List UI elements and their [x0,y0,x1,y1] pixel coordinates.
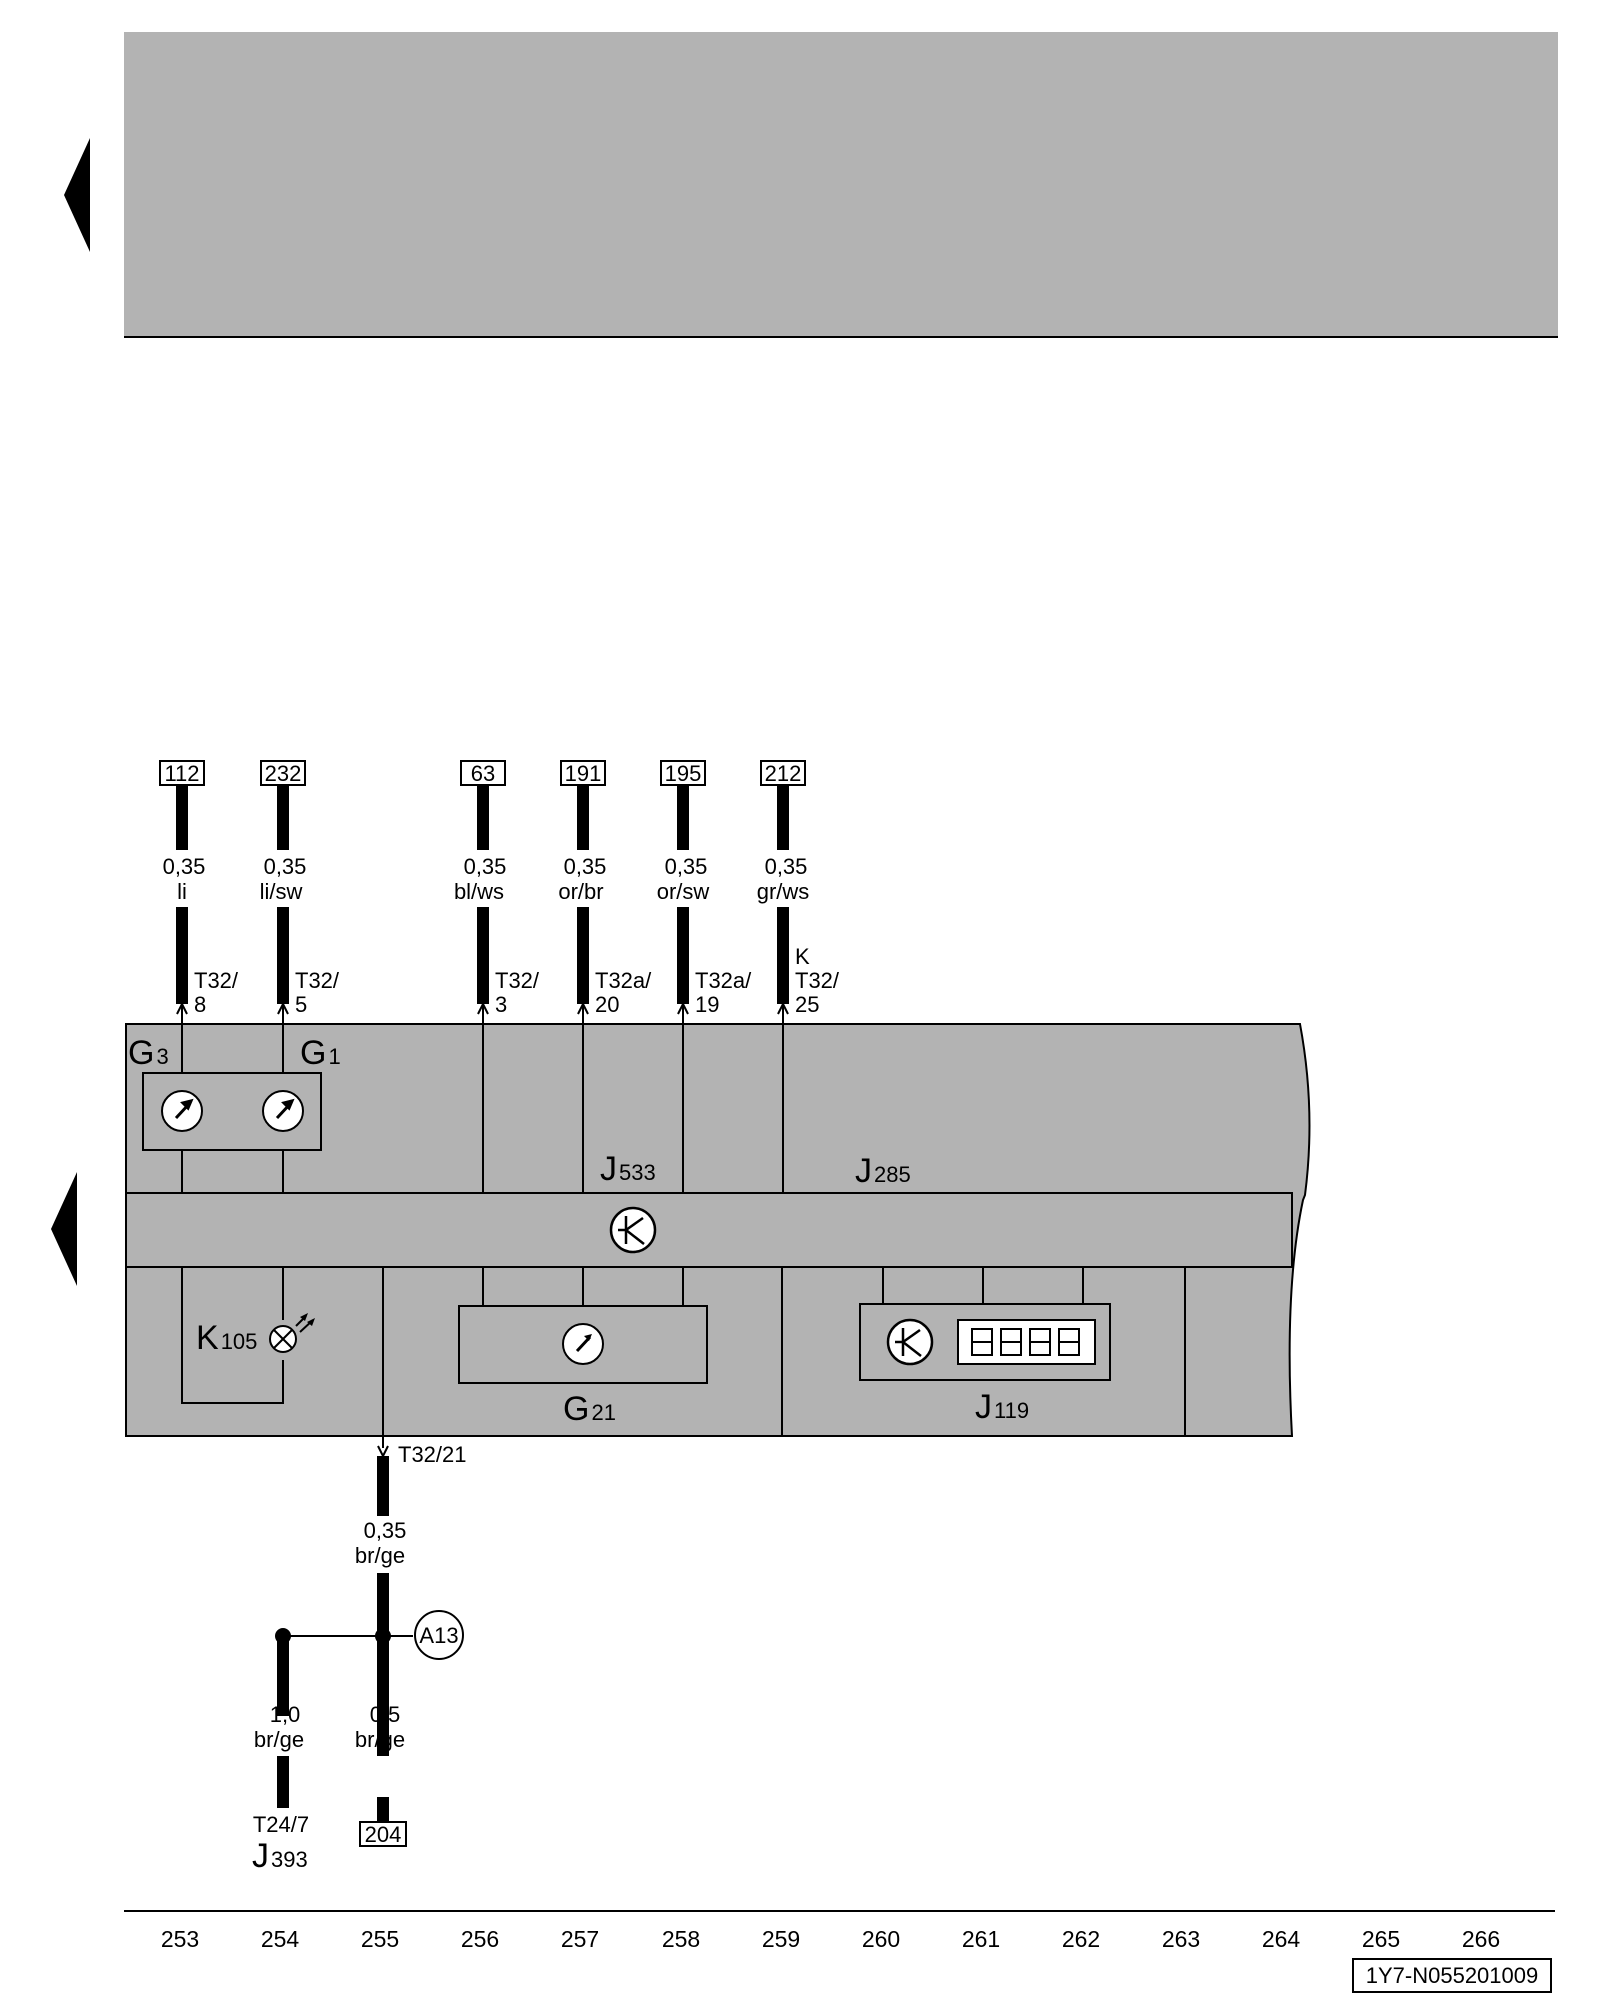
pin2-b: 5 [295,992,307,1017]
ref-63[interactable]: 63 [471,761,495,786]
doc-id: 1Y7-N055201009 [1366,1963,1538,1988]
pin1-b: 8 [194,992,206,1017]
wire3-size: 0,35 [464,854,507,879]
databus-band [125,1192,1293,1268]
ref-191[interactable]: 191 [565,761,602,786]
wire6-size: 0,35 [765,854,808,879]
doc-id-box [1352,1958,1552,1993]
axis-label: 265 [1362,1926,1400,1952]
pin4-a: T32a/ [595,968,652,993]
wire4-size: 0,35 [564,854,607,879]
connection-point-label: A13 [419,1623,458,1648]
wire1-color: li [177,879,187,904]
connection-point-a13[interactable] [414,1610,464,1660]
axis-label: 266 [1462,1926,1500,1952]
ref-232[interactable]: 232 [265,761,302,786]
right-size: 0,5 [370,1702,401,1727]
g21-label: G21 [563,1390,616,1428]
previous-page-arrow-icon-lower[interactable] [51,1172,77,1286]
axis-label: 264 [1262,1926,1301,1952]
pin6-k: K [795,944,810,969]
pin3-a: T32/ [495,968,540,993]
ground-pin: T32/21 [398,1442,467,1467]
ref-204[interactable]: 204 [365,1822,402,1847]
ref-112[interactable]: 112 [164,761,199,786]
ground-size: 0,35 [364,1518,407,1543]
left-color: br/ge [254,1727,304,1752]
g1-label: G1 [300,1034,341,1072]
ref-212[interactable]: 212 [765,761,802,786]
j533-label: J533 [600,1150,656,1188]
pin4-b: 20 [595,992,619,1017]
pin6-b: 25 [795,992,819,1017]
pin5-a: T32a/ [695,968,752,993]
wire5-size: 0,35 [665,854,708,879]
axis-label: 259 [762,1926,800,1952]
pin3-b: 3 [495,992,507,1017]
wire-bundle [176,786,789,1193]
pin5-b: 19 [695,992,719,1017]
previous-page-arrow-icon[interactable] [64,138,90,252]
ground-color: br/ge [355,1543,405,1568]
pin-arrows [176,1001,789,1015]
pin2-a: T32/ [295,968,340,993]
right-color: br/ge [355,1727,405,1752]
g3-label: G3 [128,1034,169,1072]
pin1-a: T32/ [194,968,239,993]
wire2-size: 0,35 [264,854,307,879]
left-pin: T24/7 [253,1812,309,1837]
axis-label: 254 [261,1926,300,1952]
wire4-color: or/br [558,879,603,904]
pin6-a: T32/ [795,968,840,993]
axis-label: 257 [561,1926,599,1952]
wire3-color: bl/ws [454,879,504,904]
j285-label: J285 [855,1152,911,1190]
ref-boxes [159,760,806,1847]
wire5-color: or/sw [657,879,710,904]
wire1-size: 0,35 [163,854,206,879]
gauge-needle-icon [174,1098,295,1120]
j119-processor-icon [886,1318,934,1366]
axis-label: 256 [461,1926,499,1952]
wire2-color: li/sw [260,879,303,904]
header-band [124,32,1558,336]
k105-label: K105 [196,1319,257,1357]
ref-195[interactable]: 195 [665,761,702,786]
wire6-color: gr/ws [757,879,810,904]
axis-label: 253 [161,1926,199,1952]
axis-label: 263 [1162,1926,1200,1952]
axis-label: 258 [662,1926,700,1952]
processor-icon [609,1206,657,1254]
axis-label: 262 [1062,1926,1100,1952]
j119-label: J119 [975,1388,1029,1426]
axis-label: 261 [962,1926,1000,1952]
left-size: 1,0 [270,1702,301,1727]
axis-label: 260 [862,1926,900,1952]
axis-numbers: 253 254 255 256 257 258 259 260 261 262 … [161,1926,1500,1952]
j393-label: J393 [252,1837,308,1875]
axis-label: 255 [361,1926,399,1952]
